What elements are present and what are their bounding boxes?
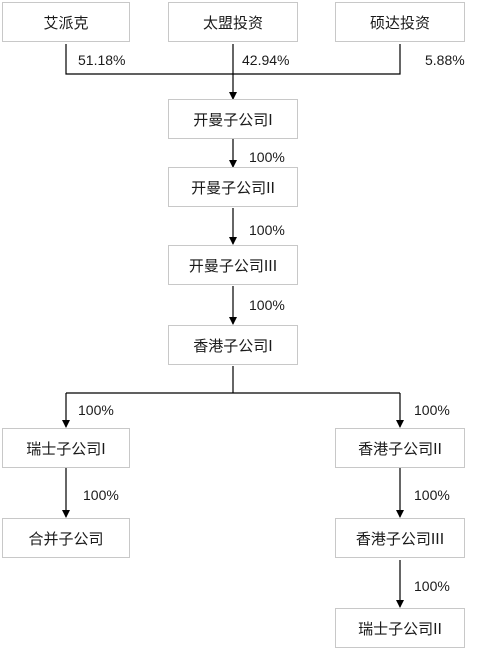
hk-sub-1-box: 香港子公司I bbox=[168, 325, 298, 365]
swiss-sub-2-box: 瑞士子公司II bbox=[335, 608, 465, 648]
pct-hk1-swiss1: 100% bbox=[78, 402, 114, 418]
pct-shuoda: 5.88% bbox=[425, 52, 465, 68]
pct-k3-hk1: 100% bbox=[249, 297, 285, 313]
hk-sub-3-box: 香港子公司III bbox=[335, 518, 465, 558]
line-shuoda bbox=[233, 44, 401, 75]
pct-k1-k2: 100% bbox=[249, 149, 285, 165]
pct-swiss1-merged: 100% bbox=[83, 487, 119, 503]
shareholder-taimeng-box: 太盟投资 bbox=[168, 2, 298, 42]
pct-k2-k3: 100% bbox=[249, 222, 285, 238]
pct-hk3-swiss2: 100% bbox=[414, 578, 450, 594]
hk-sub-2-box: 香港子公司II bbox=[335, 428, 465, 468]
line-hk1-split bbox=[66, 366, 400, 394]
shareholder-aipaike-box: 艾派克 bbox=[2, 2, 130, 42]
pct-hk2-hk3: 100% bbox=[414, 487, 450, 503]
pct-taimeng: 42.94% bbox=[242, 52, 290, 68]
pct-aipaike: 51.18% bbox=[78, 52, 126, 68]
kaiman-sub-3-box: 开曼子公司III bbox=[168, 245, 298, 285]
swiss-sub-1-box: 瑞士子公司I bbox=[2, 428, 130, 468]
kaiman-sub-1-box: 开曼子公司I bbox=[168, 99, 298, 139]
merged-sub-box: 合并子公司 bbox=[2, 518, 130, 558]
shareholder-shuoda-box: 硕达投资 bbox=[335, 2, 465, 42]
line-aipaike bbox=[65, 44, 233, 75]
pct-hk1-hk2: 100% bbox=[414, 402, 450, 418]
kaiman-sub-2-box: 开曼子公司II bbox=[168, 167, 298, 207]
